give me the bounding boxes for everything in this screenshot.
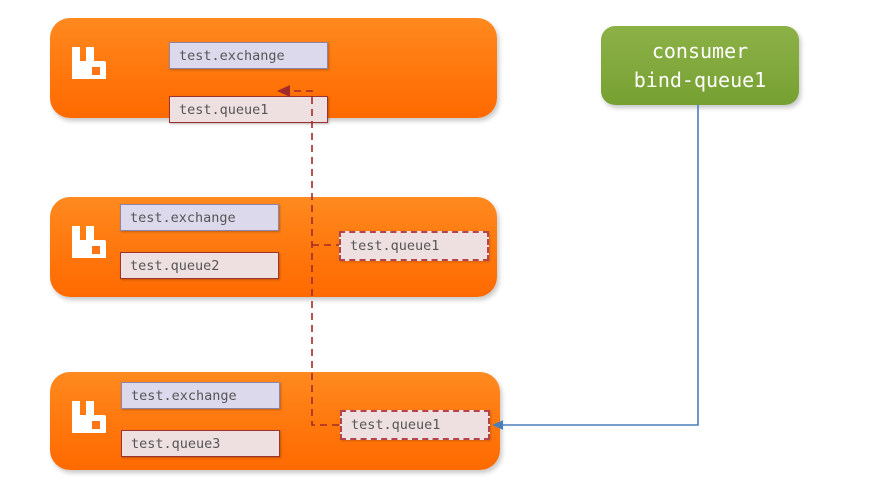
- ghost-queue-chip[interactable]: test.queue1: [340, 410, 490, 440]
- exchange-chip[interactable]: test.exchange: [120, 204, 279, 231]
- rabbitmq-node-1[interactable]: test.exchange test.queue1: [50, 18, 497, 123]
- connector-consumer-to-node3: [492, 105, 699, 430]
- ghost-queue-chip[interactable]: test.queue1: [339, 231, 489, 261]
- exchange-chip[interactable]: test.exchange: [121, 382, 280, 409]
- rabbitmq-logo-icon: [68, 222, 108, 262]
- rabbitmq-logo-icon: [68, 397, 108, 437]
- queue-chip[interactable]: test.queue3: [121, 430, 280, 457]
- consumer-line-2: bind-queue1: [633, 67, 767, 92]
- consumer-box[interactable]: consumer bind-queue1: [601, 26, 799, 105]
- consumer-line-1: consumer: [651, 39, 749, 64]
- rabbitmq-logo-icon: [68, 43, 108, 83]
- exchange-chip[interactable]: test.exchange: [169, 42, 328, 69]
- queue-chip[interactable]: test.queue1: [169, 96, 328, 123]
- queue-chip[interactable]: test.queue2: [120, 252, 279, 279]
